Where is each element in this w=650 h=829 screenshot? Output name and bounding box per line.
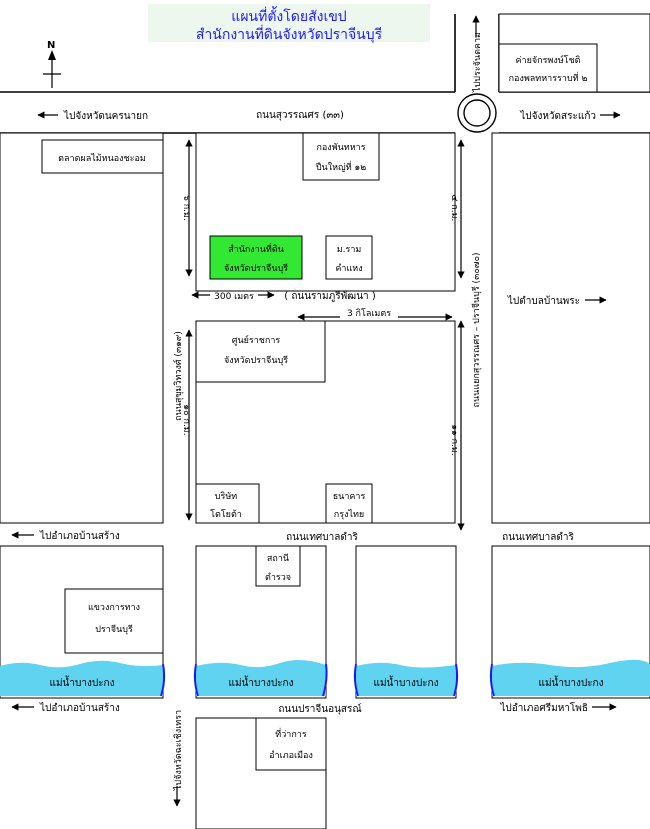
place-krungthai-line1: ธนาคาร (333, 492, 366, 502)
distance-3km: 3 กิโลเมตร (347, 308, 391, 319)
river-label-3: แม่น้ำบางปะกง (374, 675, 439, 689)
road-label-ramphatthana: ( ถนนรามภูรีพัฒนา ) (284, 290, 376, 302)
place-regiment-line2: ปืนใหญ่ที่ ๑๒ (316, 160, 367, 173)
direction-nakhon-nayok: ไปจังหวัดนครนายก (63, 110, 148, 122)
distance-10km: ๑๐ ก.ม. (181, 404, 191, 435)
river (0, 659, 650, 697)
north-arrow-icon: N (43, 40, 61, 88)
direction-sa-kaeo: ไปจังหวัดสระแก้ว (519, 110, 596, 122)
place-ramkhamhaeng-line1: ม.ราม (337, 245, 362, 255)
place-camp-line1: ค่ายจักรพงษ์โชติ (516, 54, 581, 66)
distance-11km: ๑๑ ก.ม. (449, 424, 459, 455)
svg-text:N: N (47, 40, 55, 51)
place-district-office-line1: ที่ว่าการ (275, 727, 307, 740)
distance-6km: ๖ ก.ม. (181, 195, 191, 221)
direction-ban-sang-1: ไปอำเภอบ้านสร้าง (39, 530, 120, 542)
place-market: ตลาดผลไม้หนองชะอม (58, 153, 146, 164)
map-title-line1: แผนที่ตั้งโดยสังเขป (231, 6, 347, 25)
title-background (148, 4, 430, 42)
place-regiment-line1: กองพันทหาร (316, 143, 365, 153)
road-label-thetsaban-left: ถนนเทศบาลดำริ (286, 532, 358, 543)
block-top-left (0, 132, 164, 524)
roundabout-icon (457, 93, 497, 133)
direction-chachoengsao: ไปจังหวัดฉะเชิงเทรา (173, 710, 184, 791)
place-highway-line2: ปราจีนบุรี (95, 624, 133, 635)
place-gov-center-line1: ศูนย์ราชการ (232, 334, 281, 346)
distance-300m: 300 เมตร (214, 292, 254, 302)
place-krungthai-line2: กรุงไทย (334, 509, 364, 520)
place-police-line1: สถานี (267, 553, 289, 564)
road-label-thetsaban-right: ถนนเทศบาลดำริ (502, 532, 574, 543)
river-label-2: แม่น้ำบางปะกง (229, 675, 294, 689)
map-title-line2: สำนักงานที่ดินจังหวัดปราจีนบุรี (196, 25, 383, 43)
place-police-line2: ตำรวจ (265, 572, 291, 583)
block-top-right (491, 132, 650, 524)
road-label-prachin-anusorn: ถนนปราจีนอนุสรณ์ (278, 703, 361, 715)
land-office-marker (209, 235, 303, 280)
direction-ban-sang-2: ไปอำเภอบ้านสร้าง (39, 702, 120, 714)
direction-si-maha-phot: ไปอำเภอศรีมหาโพธิ (499, 701, 588, 714)
place-highway-line1: แขวงการทาง (88, 603, 140, 613)
place-land-office-line1: สำนักงานที่ดิน (228, 242, 284, 255)
river-label-1: แม่น้ำบางปะกง (50, 675, 115, 689)
road-label-sukhumvit: ถนนสุขุมวิทวงศ์ (๓๑๙) (172, 331, 184, 421)
place-district-office-line2: อำเภอเมือง (269, 750, 313, 761)
road-label-suwannasorn-prachin: ถนนแยกสุวรรณศร – ปราจีนบุรี (๓๐๗๐) (471, 253, 482, 408)
place-ramkhamhaeng-line2: คำแหง (335, 263, 362, 274)
road-label-top: ถนนสุวรรณศร (๓๓) (256, 110, 344, 121)
place-gov-center-line2: จังหวัดปราจีนบุรี (224, 355, 288, 366)
river-label-4: แม่น้ำบางปะกง (539, 675, 604, 689)
place-toyota-line2: โตโยต้า (210, 509, 242, 520)
direction-prachantakham-top: ไปประจันตคาม (472, 32, 483, 93)
place-toyota-line1: บริษัท (215, 491, 237, 502)
place-camp-line2: กองพลทหารราบที่ ๒ (509, 71, 588, 84)
direction-ban-phra: ไปตำบลบ้านพระ (507, 295, 580, 307)
place-land-office-line2: จังหวัดปราจีนบุรี (224, 263, 288, 274)
distance-4km: ๔ ก.ม. (449, 195, 459, 222)
